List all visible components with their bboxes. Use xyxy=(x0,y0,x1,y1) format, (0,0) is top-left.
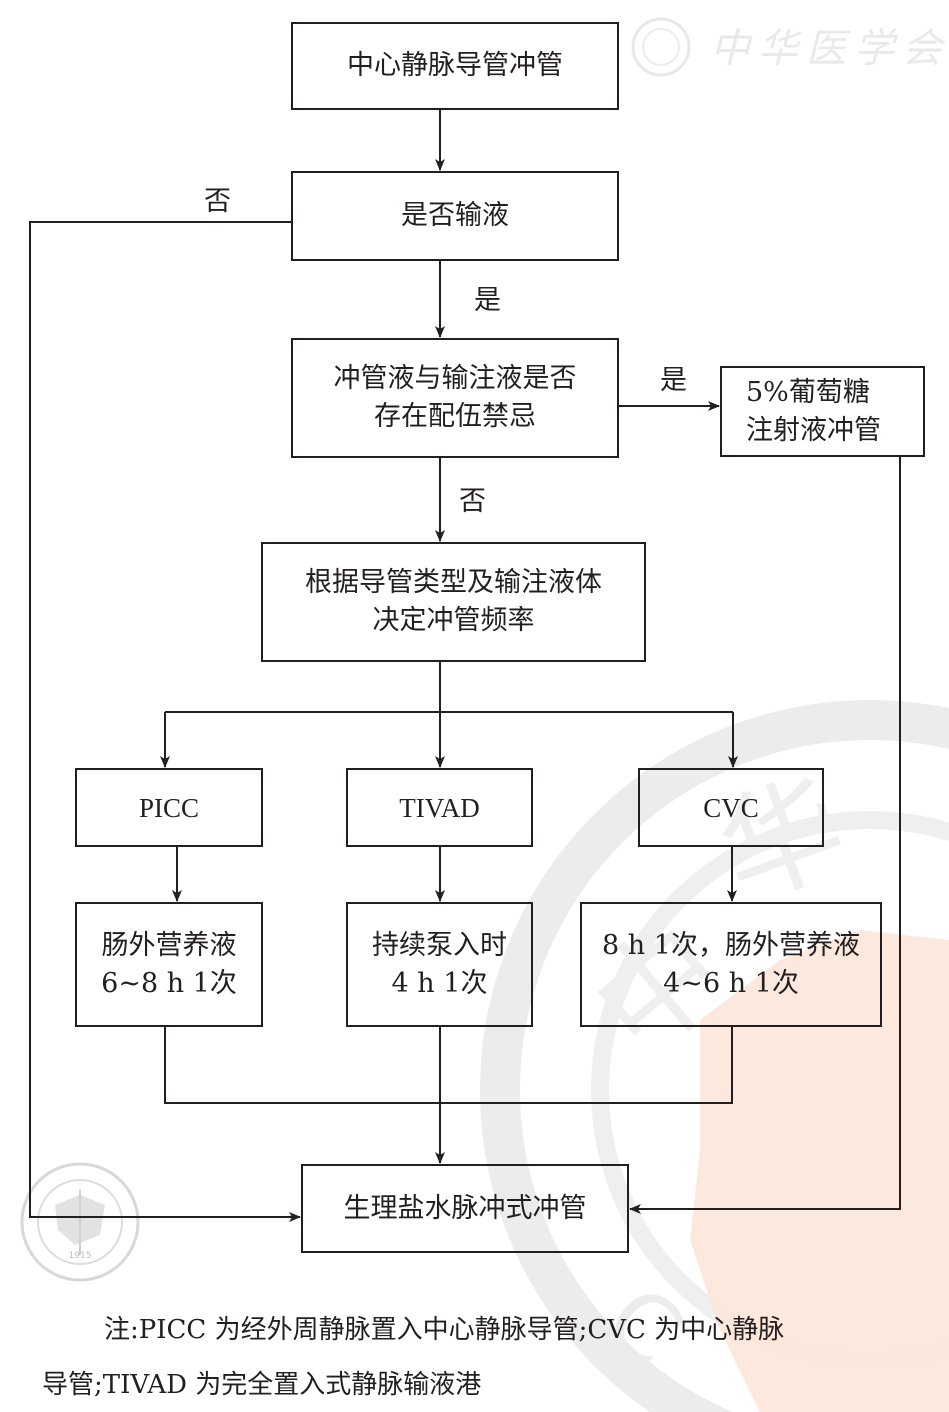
node-picc-frequency-line1: 肠外营养液 xyxy=(101,929,237,961)
footnote-line2: 导管;TIVAD 为完全置入式静脉输液港 xyxy=(42,1370,482,1400)
node-glucose-flush-line1: 5%葡萄糖 xyxy=(746,376,870,408)
node-compat-decision-line1: 冲管液与输注液是否 xyxy=(333,363,577,394)
node-infusion-decision: 是否输液 xyxy=(291,171,619,261)
node-cvc-frequency: 8 h 1次，肠外营养液 4~6 h 1次 xyxy=(580,902,882,1027)
label-infusion-yes: 是 xyxy=(474,285,501,316)
node-cvc-text: CVC xyxy=(703,792,759,823)
node-tivad-text: TIVAD xyxy=(399,792,480,823)
node-glucose-flush: 5%葡萄糖 注射液冲管 xyxy=(720,366,925,457)
node-compat-decision-line2: 存在配伍禁忌 xyxy=(374,401,536,432)
arrow-infusion-no xyxy=(29,221,301,1222)
node-glucose-flush-line2: 注射液冲管 xyxy=(746,414,881,446)
node-infusion-decision-text: 是否输液 xyxy=(401,200,509,231)
line-merge xyxy=(164,1026,733,1104)
node-saline-flush: 生理盐水脉冲式冲管 xyxy=(301,1164,629,1253)
node-frequency: 根据导管类型及输注液体 决定冲管频率 xyxy=(261,542,646,662)
node-picc-text: PICC xyxy=(138,792,200,823)
node-frequency-line2: 决定冲管频率 xyxy=(372,605,535,636)
node-start: 中心静脉导管冲管 xyxy=(291,22,619,110)
node-picc-frequency-line2: 6~8 h 1次 xyxy=(101,967,237,999)
label-compat-yes: 是 xyxy=(660,365,687,396)
node-tivad-frequency-line2: 4 h 1次 xyxy=(391,967,488,999)
footnote-line1: 注:PICC 为经外周静脉置入中心静脉导管;CVC 为中心静脉 xyxy=(104,1315,785,1345)
node-picc-frequency: 肠外营养液 6~8 h 1次 xyxy=(75,902,263,1027)
node-picc: PICC xyxy=(75,768,263,847)
node-cvc-frequency-line2: 4~6 h 1次 xyxy=(663,967,799,999)
node-frequency-line1: 根据导管类型及输注液体 xyxy=(305,567,602,598)
node-cvc-frequency-line1: 8 h 1次，肠外营养液 xyxy=(602,929,860,961)
node-tivad: TIVAD xyxy=(346,768,533,847)
node-cvc: CVC xyxy=(638,768,824,847)
label-infusion-no: 否 xyxy=(204,186,231,217)
node-tivad-frequency-line1: 持续泵入时 xyxy=(372,929,507,961)
arrow-glucose-to-saline xyxy=(629,456,901,1214)
node-tivad-frequency: 持续泵入时 4 h 1次 xyxy=(346,902,533,1027)
label-compat-no: 否 xyxy=(459,486,486,517)
node-start-text: 中心静脉导管冲管 xyxy=(347,50,563,81)
node-compat-decision: 冲管液与输注液是否 存在配伍禁忌 xyxy=(291,338,619,458)
node-saline-flush-text: 生理盐水脉冲式冲管 xyxy=(343,1192,587,1224)
